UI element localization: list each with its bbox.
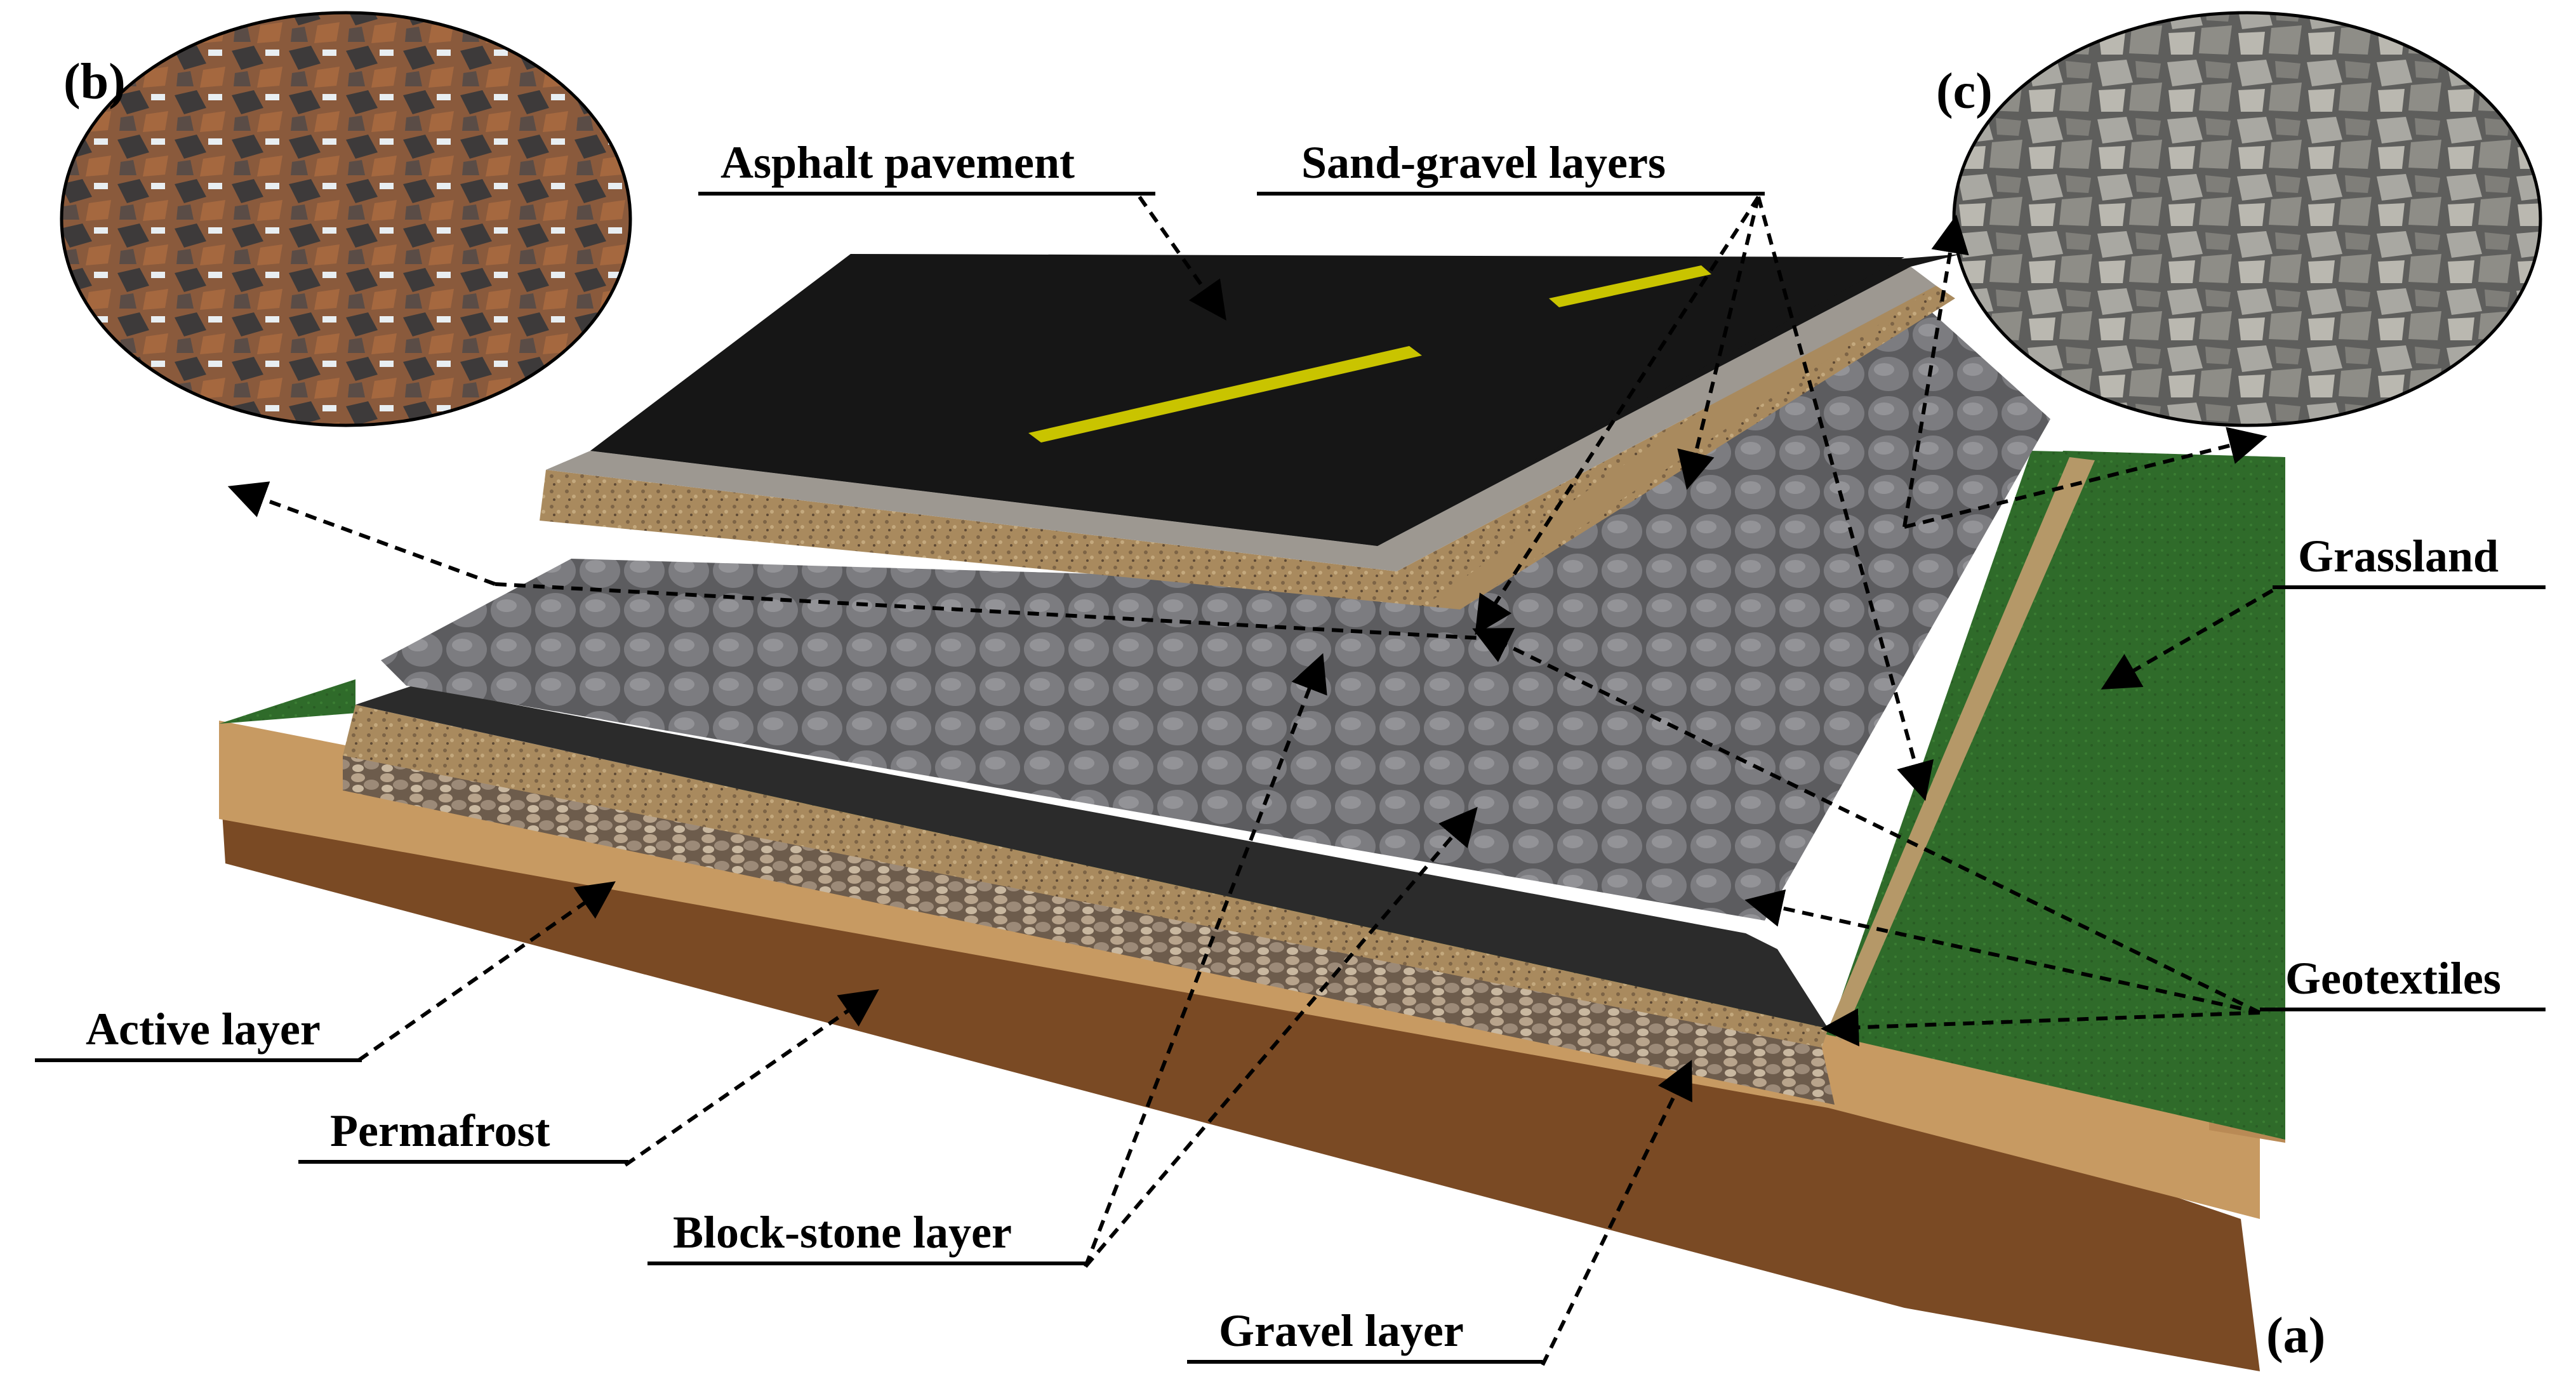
label-geotextiles: Geotextiles <box>2260 953 2546 1011</box>
leader-sand-gravel-1 <box>1677 196 1760 490</box>
leader-photo-b-line <box>495 582 1480 640</box>
svg-text:Gravel layer: Gravel layer <box>1219 1305 1464 1356</box>
block-stone-layer <box>381 305 2050 921</box>
lower-slope-sand-gravel <box>1828 457 2095 1041</box>
label-block-stone-layer: Block-stone layer <box>647 1207 1086 1265</box>
leader-asphalt <box>1138 196 1226 321</box>
label-permafrost: Permafrost <box>298 1105 628 1164</box>
inset-photo-b: (b) <box>60 11 632 427</box>
svg-text:Block-stone layer: Block-stone layer <box>673 1207 1012 1258</box>
leader-block-stone-2 <box>1084 806 1478 1268</box>
leader-block-stone-1 <box>1084 653 1327 1268</box>
leader-permafrost <box>624 989 879 1167</box>
leader-photo-b <box>227 481 496 586</box>
upper-sand-gravel-layer <box>540 286 1955 609</box>
lane-marking-2 <box>1549 265 1711 307</box>
leader-sand-gravel-2 <box>1756 196 1934 801</box>
sand-gravel-cap <box>546 267 1936 571</box>
lower-sand-gravel-layer <box>343 705 1828 1048</box>
inset-photo-c: (c) <box>1936 11 2542 427</box>
svg-text:Grassland: Grassland <box>2298 531 2499 582</box>
svg-text:Sand-gravel layers: Sand-gravel layers <box>1301 137 1666 188</box>
leader-lines <box>227 196 2274 1366</box>
leader-geotextile-3 <box>1821 1008 2261 1047</box>
label-active-layer: Active layer <box>35 1004 362 1062</box>
asphalt-top <box>590 254 1904 546</box>
label-sand-gravel-layers: Sand-gravel layers <box>1257 137 1765 196</box>
leader-geotextile-2 <box>1744 889 2261 1015</box>
leader-photo-c-2 <box>1902 215 1969 528</box>
leader-photo-c <box>1904 427 2267 529</box>
permafrost-front-face <box>219 762 2260 1371</box>
leader-gravel <box>1541 1060 1692 1366</box>
svg-text:Active layer: Active layer <box>86 1004 321 1055</box>
label-grassland: Grassland <box>2273 531 2546 589</box>
gravel-layer <box>343 756 1835 1105</box>
label-asphalt-pavement: Asphalt pavement <box>698 137 1155 196</box>
svg-text:Geotextiles: Geotextiles <box>2285 953 2501 1004</box>
lane-marking-1 <box>1028 346 1422 443</box>
embankment <box>343 254 2095 1105</box>
svg-text:Permafrost: Permafrost <box>330 1105 550 1156</box>
svg-text:Asphalt pavement: Asphalt pavement <box>720 137 1075 188</box>
leader-geotextile-1 <box>1472 628 2261 1015</box>
panel-tag-c: (c) <box>1936 63 1993 119</box>
leader-active-layer <box>357 881 616 1062</box>
label-gravel-layer: Gravel layer <box>1187 1305 1543 1364</box>
panel-tag-a: (a) <box>2266 1308 2325 1364</box>
leader-sand-gravel-3 <box>1475 196 1760 636</box>
panel-tag-b: (b) <box>63 54 126 110</box>
geotextile-base <box>355 686 1828 1029</box>
leader-grassland <box>2101 589 2274 689</box>
